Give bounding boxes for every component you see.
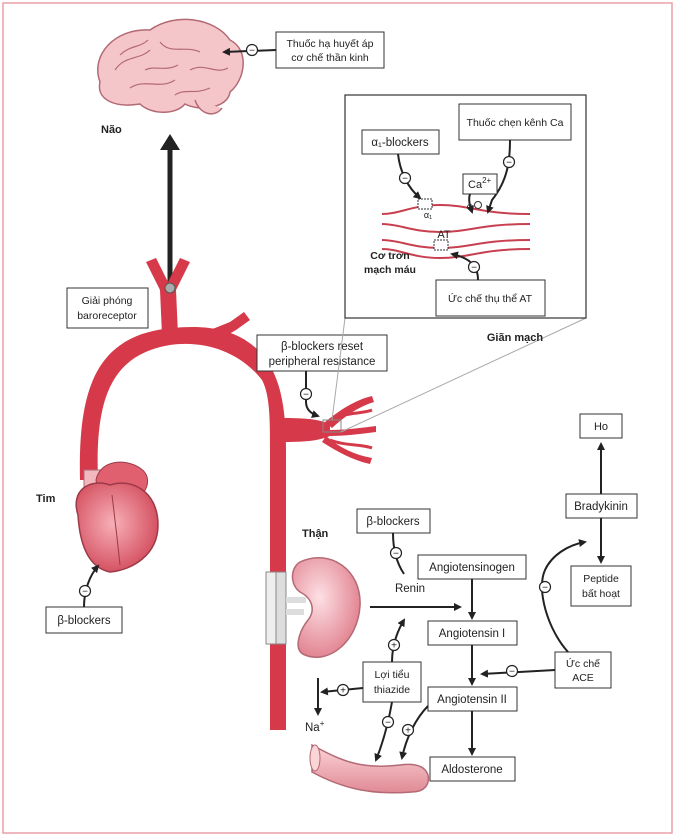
alpha1-receptor-icon: [417, 198, 433, 210]
alpha-blockers-box: [361, 129, 440, 155]
ca-blocker-box: [458, 103, 572, 141]
beta-reset-line2: peripheral resistance: [269, 356, 376, 368]
thiazide-to-renin-arrow: [391, 618, 406, 663]
brain-drug-box: [275, 31, 385, 69]
brain-label: Não: [101, 124, 122, 136]
alpha1-receptor-label: α₁: [424, 210, 432, 220]
minus-sign: −: [467, 260, 481, 274]
ace-inhibitor-line2: ACE: [572, 672, 594, 684]
kidney-illustration: [265, 557, 361, 658]
minus-sign: −: [381, 715, 395, 729]
plus-sign: +: [387, 638, 401, 652]
heart-beta-arrow: [83, 564, 100, 608]
baroreceptor-line2: baroreceptor: [77, 310, 137, 322]
minus-sign: −: [389, 546, 403, 560]
ca-blocker-arrow: [486, 139, 511, 214]
bradykinin-label: Bradykinin: [574, 501, 628, 513]
svg-text:−: −: [249, 46, 255, 57]
zoom-line: [340, 317, 587, 433]
at-blocker-label: Ức chế thụ thể AT: [448, 292, 533, 305]
brain-illustration: [97, 18, 244, 115]
vasodilation-label: Giãn mạch: [487, 332, 544, 344]
minus-sign: −: [299, 387, 313, 401]
kidney-label: Thận: [302, 528, 329, 540]
minus-sign: −: [502, 155, 516, 169]
svg-text:−: −: [542, 583, 548, 594]
vessel-segment-illustration: [309, 743, 430, 794]
minus-sign: −: [398, 171, 412, 185]
svg-text:+: +: [340, 686, 346, 697]
angiotensin2-label: Angiotensin II: [437, 694, 507, 706]
cough-box: [579, 413, 623, 439]
heart-beta-label: β-blockers: [57, 615, 111, 627]
svg-text:+: +: [405, 726, 411, 737]
baroreceptor-box: [66, 287, 149, 329]
inactive-peptide-line1: Peptide: [583, 573, 619, 585]
svg-text:+: +: [391, 641, 397, 652]
beta-reset-arrow: [305, 371, 320, 418]
at-receptor-icon: [433, 239, 449, 251]
ace-to-angiotensin-arrow: [480, 669, 556, 678]
calcium-box: [462, 173, 498, 195]
at-blocker-box: [435, 279, 546, 317]
beta-reset-box: [256, 334, 388, 372]
angiotensin2-box: [427, 686, 518, 712]
cough-label: Ho: [594, 421, 608, 433]
beta-reset-line1: β-blockers reset: [281, 341, 364, 353]
inactive-peptide-box: [570, 565, 632, 607]
ace-inhibitor-box: [554, 651, 612, 689]
baroreceptor-line1: Giải phóng: [82, 295, 133, 307]
svg-text:−: −: [82, 587, 88, 598]
minus-sign: −: [245, 43, 259, 57]
svg-text:−: −: [471, 263, 477, 274]
kidney-beta-label: β-blockers: [366, 516, 420, 528]
svg-text:−: −: [509, 667, 515, 678]
angiotensinogen-label: Angiotensinogen: [429, 562, 515, 574]
renin-label: Renin: [395, 583, 425, 595]
minus-sign: −: [538, 580, 552, 594]
alpha-blockers-label: α₁-blockers: [371, 137, 428, 149]
svg-text:−: −: [506, 158, 512, 169]
baroreceptor-arrowhead: [160, 134, 180, 150]
aldosterone-label: Aldosterone: [441, 764, 502, 776]
minus-sign: −: [78, 584, 92, 598]
ace-to-bradykinin-arrow: [541, 539, 587, 653]
svg-text:−: −: [402, 174, 408, 185]
thiazide-to-vessel-arrow: [374, 701, 393, 762]
sodium-label: Na+: [305, 719, 325, 734]
svg-text:−: −: [385, 718, 391, 729]
smooth-muscle-line2: mạch máu: [364, 264, 416, 276]
brain-drug-line1: Thuốc hạ huyết áp: [287, 38, 374, 50]
angiotensin1-box: [427, 620, 518, 646]
ace-inhibitor-line1: Ức chế: [566, 657, 600, 670]
baroreceptor-dot: [164, 282, 176, 294]
aldosterone-box: [429, 756, 516, 782]
brain-drug-line2: cơ chế thần kinh: [291, 52, 369, 64]
at-receptor-label: AT: [437, 229, 451, 241]
minus-sign: −: [505, 664, 519, 678]
zoom-line: [331, 317, 346, 421]
calcium-arrow: [466, 193, 474, 214]
heart-label: Tim: [36, 493, 56, 505]
svg-text:−: −: [393, 549, 399, 560]
plus-sign: +: [401, 723, 415, 737]
heart-illustration: [75, 461, 159, 573]
smooth-muscle-line1: Cơ trơn: [370, 250, 409, 262]
svg-text:−: −: [303, 390, 309, 401]
calcium-label: Ca2+: [468, 176, 492, 191]
plus-sign: +: [336, 683, 350, 697]
heart-beta-box: [45, 606, 123, 634]
thiazide-line2: thiazide: [374, 684, 410, 696]
kidney-beta-box: [356, 508, 431, 534]
thiazide-line1: Lợi tiểu: [375, 669, 410, 681]
ca-channel-icon: [474, 201, 482, 209]
ca-blocker-label: Thuốc chẹn kênh Ca: [467, 117, 564, 129]
angiotensin1-label: Angiotensin I: [439, 628, 506, 640]
thiazide-box: [362, 661, 422, 703]
inactive-peptide-line2: bất hoạt: [582, 588, 620, 600]
